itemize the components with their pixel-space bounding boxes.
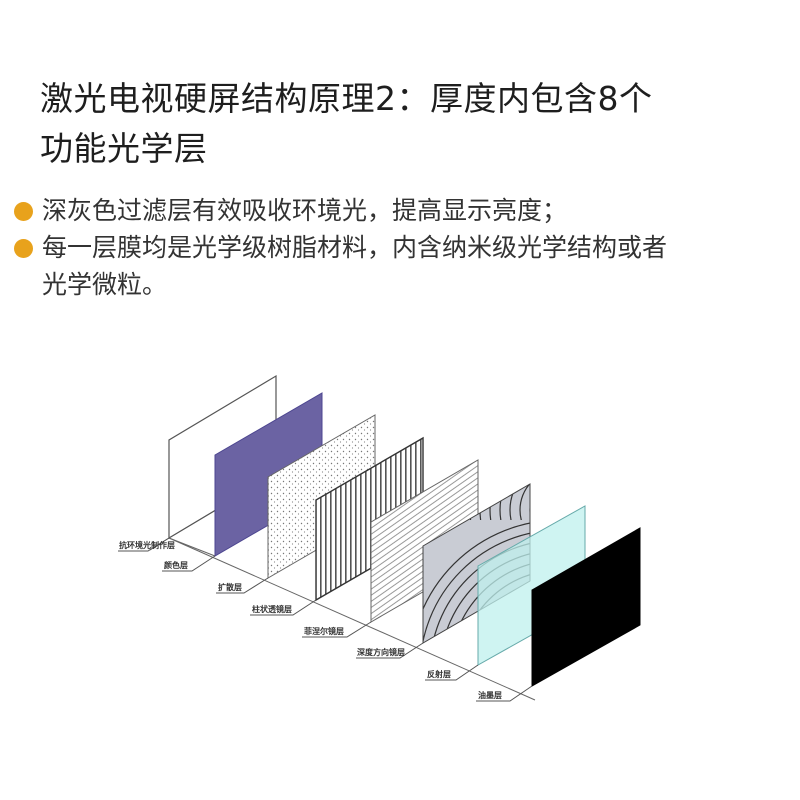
title-line-1: 激光电视硬屏结构原理2：厚度内包含8个	[40, 79, 653, 118]
bullet-dot-icon	[14, 202, 33, 221]
layer-ink	[531, 527, 641, 687]
layer-label: 抗环境光制作层	[119, 540, 175, 550]
layer-label: 深度方向镜层	[357, 647, 405, 657]
layer-label: 扩散层	[218, 582, 242, 592]
title-line-2: 功能光学层	[40, 129, 208, 168]
bullet-text-continued: 光学微粒。	[42, 270, 168, 299]
layer-label: 颜色层	[164, 560, 188, 570]
page-title: 激光电视硬屏结构原理2：厚度内包含8个 功能光学层	[40, 74, 780, 174]
bullet-text: 深灰色过滤层有效吸收环境光，提高显示亮度；	[42, 196, 568, 225]
layer-label: 柱状透镜层	[252, 604, 292, 614]
label-leaders	[118, 537, 533, 702]
layer-label: 油墨层	[478, 690, 502, 700]
bullet-text: 每一层膜均是光学级树脂材料，内含纳米级光学结构或者	[42, 233, 668, 262]
layer-label: 反射层	[427, 669, 451, 679]
bullet-list: 深灰色过滤层有效吸收环境光，提高显示亮度； 每一层膜均是光学级树脂材料，内含纳米…	[14, 192, 784, 303]
bullet-item: 每一层膜均是光学级树脂材料，内含纳米级光学结构或者 光学微粒。	[14, 229, 784, 303]
layer-label: 菲涅尔镜层	[304, 626, 344, 636]
bullet-dot-icon	[14, 239, 33, 258]
bullet-item: 深灰色过滤层有效吸收环境光，提高显示亮度；	[14, 192, 784, 229]
